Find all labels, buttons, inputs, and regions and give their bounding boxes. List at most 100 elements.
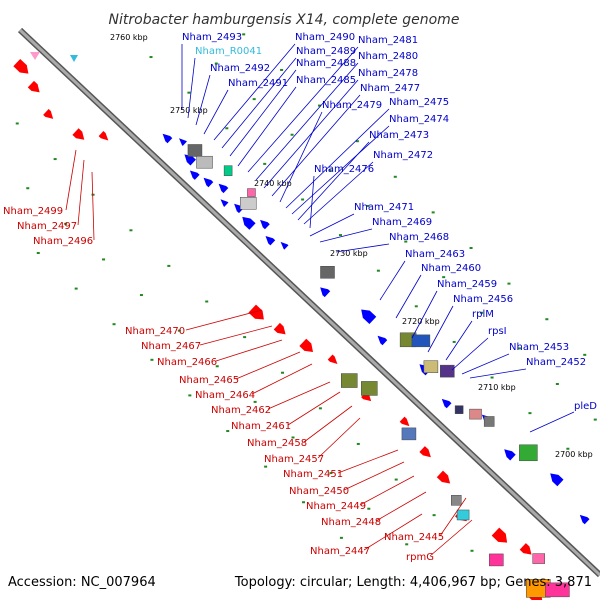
gene-shape [43,109,54,119]
forward-gene-icon [98,131,109,141]
forward-gene-icon [72,128,85,140]
gene-label[interactable]: Nham_2459 [437,279,497,290]
gene-label[interactable]: Nham_2472 [373,150,433,161]
gene-label[interactable]: Nham_2471 [354,202,414,213]
tick-mark [318,407,322,410]
gene-shape [27,80,40,93]
gene-label[interactable]: Nham_2474 [389,114,449,125]
gene-label[interactable]: Nham_2499 [3,206,63,217]
tick-mark [329,472,333,475]
gene-label[interactable]: Nham_2452 [526,357,586,368]
gene-label[interactable]: Nham_2453 [509,342,569,353]
gene-label[interactable]: Nham_R0041 [195,46,262,57]
gene-label[interactable]: Nham_2458 [247,438,307,449]
gene-shape [265,236,276,246]
feature-box [196,155,213,169]
leader-line [235,351,301,380]
gene-label[interactable]: Nham_2480 [358,51,418,62]
gene-label[interactable]: Nham_2468 [389,232,449,243]
label-leader-lines [65,43,575,557]
gene-label[interactable]: Nham_2466 [157,357,217,368]
tick-mark [263,162,267,165]
gene-label[interactable]: Nham_2475 [389,97,449,108]
forward-gene-icon [491,527,508,543]
leader-line [291,125,390,215]
gene-label[interactable]: Nham_2493 [182,32,242,43]
gene-label[interactable]: Nham_2490 [295,32,355,43]
feature-box [187,144,203,157]
reverse-gene-icon [189,170,200,180]
gene-label[interactable]: Nham_2463 [405,249,465,260]
leader-line [469,368,527,379]
gene-label[interactable]: pleD [574,401,597,412]
tick-mark [280,68,284,71]
leader-line [187,57,196,119]
gene-label[interactable]: Nham_2447 [310,546,370,557]
gene-label[interactable]: Nham_2457 [264,454,324,465]
gene-label[interactable]: Nham_2451 [283,469,343,480]
reverse-gene-icon [361,309,377,325]
forward-gene-icon [27,80,40,93]
gene-label[interactable]: Nham_2496 [33,236,93,247]
gene-label[interactable]: Nham_2497 [17,221,77,232]
reverse-gene-icon [504,449,516,461]
gene-label[interactable]: Nham_2450 [289,486,349,497]
gene-shape [260,219,270,230]
tick-mark [414,305,418,308]
gene-shape [327,354,338,364]
feature-box [411,334,431,348]
gene-label[interactable]: Nham_2488 [296,58,356,69]
tick-mark [243,336,247,339]
gene-label[interactable]: Nham_2445 [384,532,444,543]
gene-label[interactable]: rplM [472,309,494,320]
gene-label[interactable]: Nham_2492 [210,63,270,74]
gene-label[interactable]: Nham_2469 [372,217,432,228]
gene-label[interactable]: Nham_2481 [358,35,418,46]
gene-label[interactable]: Nham_2491 [228,78,288,89]
forward-gene-icon [519,543,532,555]
gene-label[interactable]: Nham_2464 [195,390,255,401]
gene-label[interactable]: Nham_2476 [314,164,374,175]
gene-label[interactable]: Nham_2449 [306,501,366,512]
gene-label[interactable]: rpmG [406,552,434,563]
gene-label[interactable]: Nham_2461 [231,421,291,432]
gene-label[interactable]: Nham_2462 [211,405,271,416]
gene-label[interactable]: Nham_2456 [453,294,513,305]
gene-label[interactable]: Nham_2465 [179,375,239,386]
tick-mark [290,133,294,136]
forward-gene-icon [419,446,431,458]
gene-label[interactable]: Nham_2489 [296,46,356,57]
gene-shape [399,416,410,427]
gene-label[interactable]: Nham_2470 [125,326,185,337]
gene-label[interactable]: Nham_2467 [141,341,201,352]
reverse-gene-icon [377,335,388,346]
gene-label[interactable]: Nham_2473 [369,130,429,141]
gene-label[interactable]: Nham_2479 [322,100,382,111]
leader-line [445,320,473,361]
tick-mark [470,549,474,552]
tick-mark [253,400,257,403]
tick-mark [432,514,436,517]
gene-label[interactable]: Nham_2485 [296,75,356,86]
gene-label[interactable]: Nham_2460 [421,263,481,274]
backbone [17,27,600,578]
gene-label[interactable]: Nham_2478 [358,68,418,79]
leader-line [359,475,415,506]
leader-line [77,159,85,226]
tick-mark [112,323,116,326]
leader-line [237,86,297,167]
kbp-label: 2730 kbp [330,249,368,258]
leader-line [213,43,296,141]
tick-mark [338,234,342,237]
kbp-labels: 2760 kbp 2750 kbp 2740 kbp 2730 kbp 2720… [110,33,593,459]
leader-line [317,417,361,459]
leader-line [221,57,297,149]
tick-mark [215,365,219,368]
gene-label[interactable]: rpsI [488,326,507,337]
tick-mark [214,62,218,65]
leader-line [255,62,359,181]
gene-label[interactable]: Nham_2477 [360,83,420,94]
tick-mark [480,311,484,314]
tick-mark [242,33,246,36]
gene-label[interactable]: Nham_2448 [321,517,381,528]
